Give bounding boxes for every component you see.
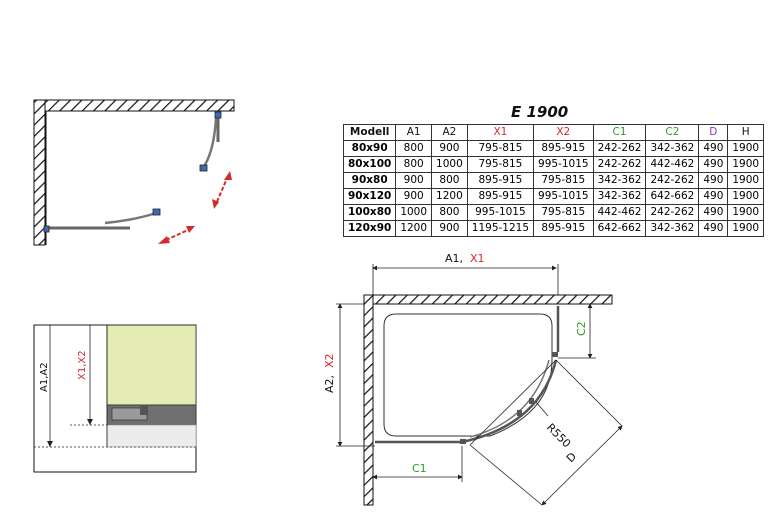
table-cell: 1900: [727, 172, 765, 189]
table-cell: 342-362: [592, 188, 647, 205]
table-cell: 1900: [727, 156, 765, 173]
model-title: E 1900: [511, 103, 569, 121]
table-cell: 120x90: [342, 220, 397, 237]
table-header-cell: C1: [592, 124, 647, 141]
label-d: D: [564, 450, 579, 465]
table-cell: 800: [395, 156, 433, 173]
table-cell: 795-815: [533, 204, 594, 221]
table-cell: 100x80: [342, 204, 397, 221]
table-cell: 442-462: [645, 156, 700, 173]
table-cell: 490: [698, 140, 729, 157]
table-cell: 995-1015: [533, 156, 594, 173]
table-cell: 490: [698, 172, 729, 189]
table-cell: 795-815: [466, 156, 535, 173]
label-x1-x2: X1,X2: [77, 350, 88, 380]
table-cell: 490: [698, 220, 729, 237]
label-c1: C1: [412, 462, 427, 475]
table-cell: 642-662: [645, 188, 700, 205]
table-cell: 490: [698, 156, 729, 173]
table-cell: 795-815: [533, 172, 594, 189]
label-a1: A1,: [445, 252, 463, 265]
table-cell: 80x100: [342, 156, 397, 173]
table-cell: 995-1015: [533, 188, 594, 205]
label-a2: A2,: [323, 375, 336, 393]
table-cell: 800: [431, 172, 468, 189]
table-cell: 795-815: [466, 140, 535, 157]
label-x1: X1: [470, 252, 485, 265]
table-cell: 342-362: [645, 140, 700, 157]
table-cell: 242-262: [592, 156, 647, 173]
table-header-cell: D: [698, 124, 729, 141]
table-cell: 900: [431, 220, 468, 237]
table-cell: 90x120: [342, 188, 397, 205]
table-cell: 800: [395, 140, 433, 157]
table-header-cell: X1: [466, 124, 535, 141]
table-cell: 1900: [727, 204, 765, 221]
table-header-cell: H: [727, 124, 765, 141]
table-cell: 900: [395, 172, 433, 189]
label-x2: X2: [323, 353, 336, 368]
table-cell: 242-262: [592, 140, 647, 157]
table-cell: 1900: [727, 140, 765, 157]
table-cell: 80x90: [342, 140, 397, 157]
table-cell: 895-915: [466, 172, 535, 189]
table-cell: 242-262: [645, 172, 700, 189]
table-cell: 1000: [395, 204, 433, 221]
table-header-cell: A2: [431, 124, 468, 141]
table-cell: 895-915: [533, 140, 594, 157]
table-header-cell: C2: [645, 124, 700, 141]
label-a1-a2: A1,A2: [39, 362, 50, 392]
table-cell: 1200: [431, 188, 468, 205]
table-cell: 900: [431, 140, 468, 157]
table-cell: 642-662: [592, 220, 647, 237]
table-header-cell: Modell: [342, 124, 397, 141]
table-cell: 342-362: [645, 220, 700, 237]
label-c2: C2: [575, 321, 588, 336]
table-cell: 342-362: [592, 172, 647, 189]
table-cell: 900: [395, 188, 433, 205]
table-cell: 1900: [727, 188, 765, 205]
table-cell: 895-915: [533, 220, 594, 237]
table-cell: 442-462: [592, 204, 647, 221]
table-cell: 242-262: [645, 204, 700, 221]
table-header-cell: A1: [395, 124, 433, 141]
table-cell: 800: [431, 204, 468, 221]
small-plan-view: [33, 99, 235, 246]
table-cell: 995-1015: [466, 204, 535, 221]
table-cell: 1000: [431, 156, 468, 173]
table-cell: 490: [698, 204, 729, 221]
table-cell: 490: [698, 188, 729, 205]
table-cell: 1195-1215: [466, 220, 535, 237]
table-header-cell: X2: [533, 124, 594, 141]
table-cell: 895-915: [466, 188, 535, 205]
table-cell: 90x80: [342, 172, 397, 189]
table-cell: 1200: [395, 220, 433, 237]
large-plan-view: [336, 264, 623, 506]
side-section-view: [33, 324, 197, 473]
label-r550: R550: [544, 421, 573, 450]
table-cell: 1900: [727, 220, 765, 237]
